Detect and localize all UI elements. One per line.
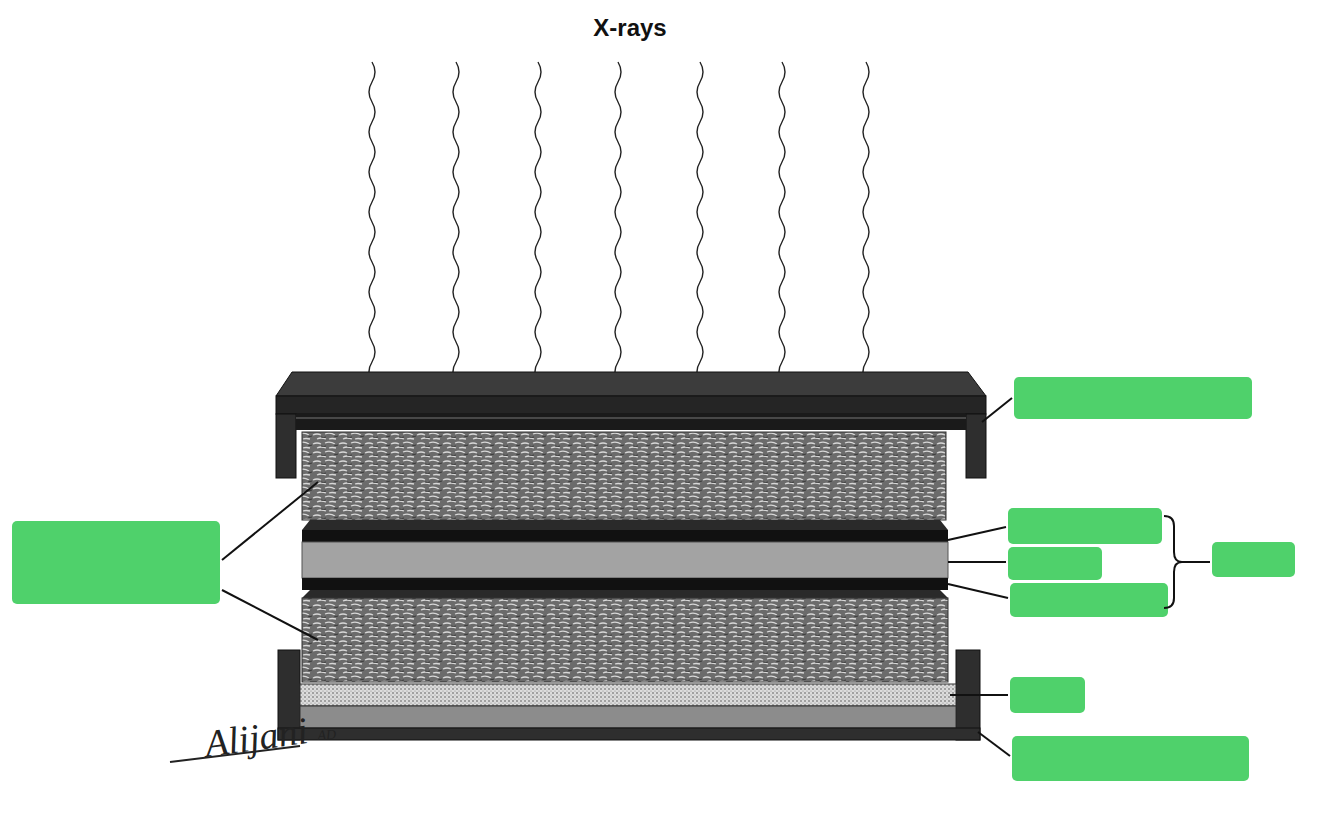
x-ray-waves (368, 62, 870, 384)
film (302, 520, 948, 590)
intensifying-screen (302, 598, 948, 682)
signature: Alijani (202, 708, 311, 766)
label-boxes (12, 377, 1295, 781)
intensifying-screen (302, 432, 946, 520)
cassette-back (278, 650, 980, 740)
signature: AD (317, 727, 337, 744)
screen-bevel (302, 590, 948, 598)
leader-lines (222, 398, 1210, 756)
title: X-rays (593, 14, 666, 42)
